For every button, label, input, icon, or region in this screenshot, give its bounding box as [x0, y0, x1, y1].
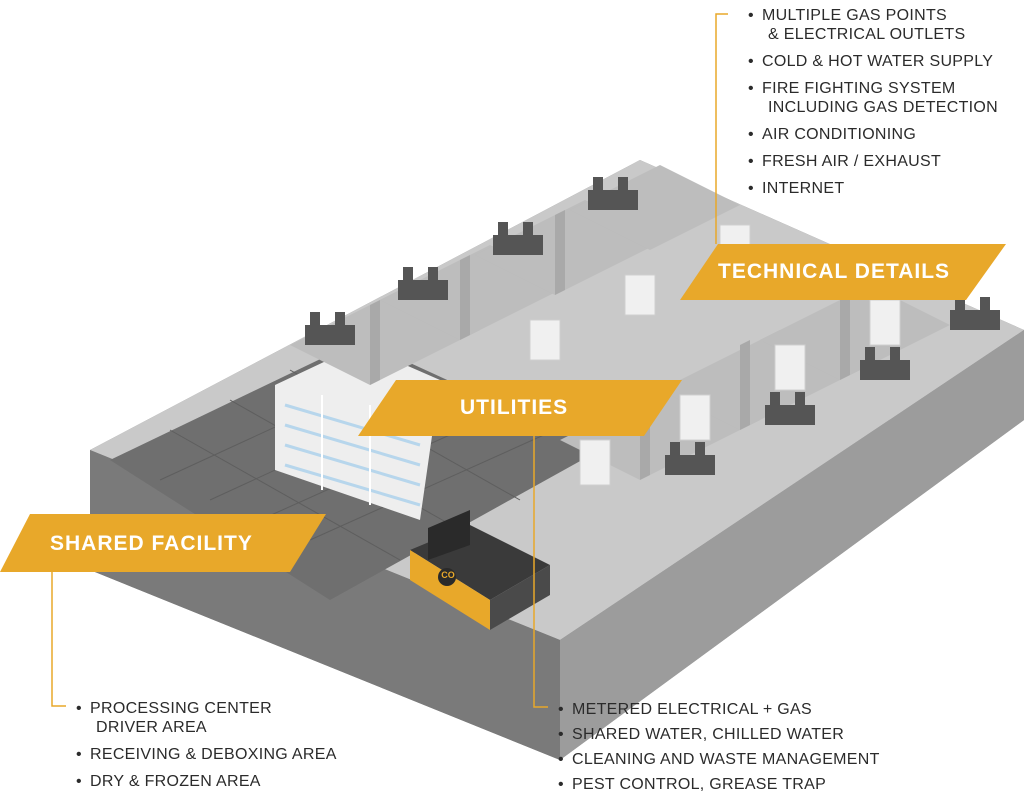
- technical-details-list: MULTIPLE GAS POINTS& ELECTRICAL OUTLETS …: [748, 6, 998, 206]
- logo-badge-text: CO: [441, 570, 455, 580]
- list-item: RECEIVING & DEBOXING AREA: [76, 745, 337, 764]
- list-item: MULTIPLE GAS POINTS& ELECTRICAL OUTLETS: [748, 6, 998, 44]
- list-item: AIR CONDITIONING: [748, 125, 998, 144]
- utilities-banner: UTILITIES: [460, 396, 569, 419]
- shared-facility-banner-shape: [0, 514, 326, 572]
- reception-counter: [410, 510, 550, 630]
- list-item: DRY & FROZEN AREA: [76, 772, 337, 791]
- list-item: FRESH AIR / EXHAUST: [748, 152, 998, 171]
- shared-facility-banner: SHARED FACILITY: [50, 532, 253, 555]
- leader-lines: [51, 13, 728, 708]
- exhaust-hoods: [305, 177, 1000, 475]
- technical-details-banner-shape: [680, 244, 1006, 300]
- utilities-list: METERED ELECTRICAL + GAS SHARED WATER, C…: [558, 700, 880, 800]
- list-item: METERED ELECTRICAL + GAS: [558, 700, 880, 719]
- list-item: INTERNET: [748, 179, 998, 198]
- list-item: PEST CONTROL, GREASE TRAP: [558, 775, 880, 794]
- building-right-wall: [560, 330, 1024, 760]
- list-item: CLEANING AND WASTE MANAGEMENT: [558, 750, 880, 769]
- list-item: SHARED WATER, CHILLED WATER: [558, 725, 880, 744]
- technical-details-banner: TECHNICAL DETAILS: [718, 260, 951, 283]
- utilities-banner-shape: [358, 380, 682, 436]
- list-item: COLD & HOT WATER SUPPLY: [748, 52, 998, 71]
